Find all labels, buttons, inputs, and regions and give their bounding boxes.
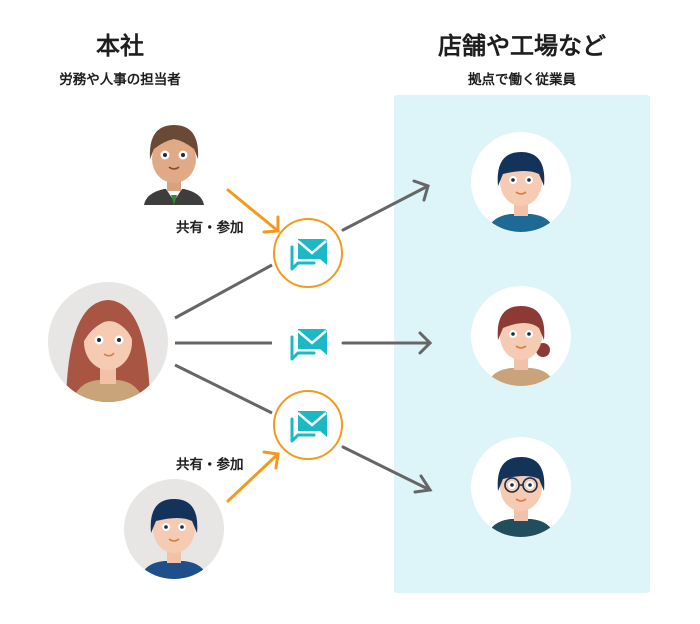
hr-woman-avatar: [48, 282, 168, 402]
share-arrow-bottom: [226, 450, 280, 503]
chat-icon: [290, 327, 329, 361]
chat-channel-bottom[interactable]: [273, 390, 343, 460]
arrow-to-employee-middle: [341, 331, 433, 355]
headquarters-subtitle: 労務や人事の担当者: [59, 72, 181, 88]
manager-avatar: [144, 125, 204, 205]
headquarters-title: 本社: [96, 32, 144, 60]
arrow-to-employee-top: [341, 179, 430, 232]
employee-man-avatar: [471, 132, 571, 232]
chat-channel-middle[interactable]: [290, 327, 329, 361]
connector-line: [174, 363, 273, 415]
glasses-icon: [504, 477, 538, 493]
share-arrow-top: [226, 188, 280, 234]
share-join-label-bottom: 共有・参加: [176, 457, 244, 473]
connector-line: [174, 263, 273, 320]
hr-man-avatar: [124, 479, 224, 579]
chat-channel-top[interactable]: [273, 218, 343, 288]
employee-woman-avatar: [471, 286, 571, 386]
share-join-label-top: 共有・参加: [176, 220, 244, 236]
locations-title: 店舗や工場など: [438, 32, 606, 60]
arrow-to-employee-bottom: [341, 445, 433, 494]
locations-subtitle: 拠点で働く従業員: [468, 72, 576, 88]
employee-glasses-avatar: [471, 437, 571, 537]
